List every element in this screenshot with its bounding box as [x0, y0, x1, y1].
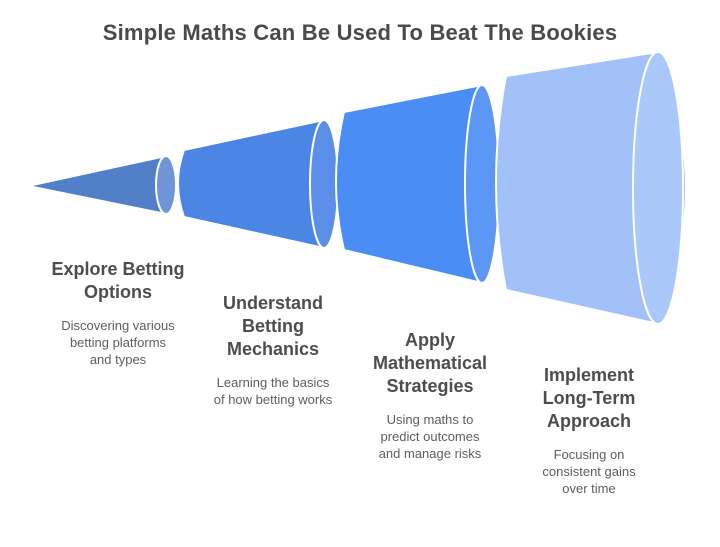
stage-description-4: Focusing on consistent gains over time	[542, 447, 636, 497]
funnel-stage-3	[335, 84, 500, 284]
stage-heading-4: Implement Long-Term Approach	[542, 365, 636, 432]
funnel-stage-4	[495, 51, 687, 325]
funnel-stage-4-cap	[632, 51, 684, 325]
funnel-stage-1-cap	[155, 155, 177, 215]
stage-description-2: Learning the basics of how betting works	[213, 375, 333, 408]
funnel-stage-3-cap	[464, 84, 500, 284]
funnel-stage-2-cap	[309, 119, 339, 249]
funnel-stage-1-body	[27, 155, 177, 215]
stage-label-1: Explore Betting Options Discovering vari…	[30, 258, 206, 369]
funnel-stage-1	[27, 155, 177, 215]
stage-label-4: Implement Long-Term Approach Focusing on…	[501, 364, 677, 498]
stage-heading-2: Understand Betting Mechanics	[222, 293, 323, 360]
stage-description-1: Discovering various betting platforms an…	[61, 318, 175, 368]
funnel-stage-2	[177, 119, 339, 249]
stage-description-3: Using maths to predict outcomes and mana…	[378, 412, 482, 462]
diagram-title: Simple Maths Can Be Used To Beat The Boo…	[102, 20, 618, 45]
stage-label-3: Apply Mathematical Strategies Using math…	[342, 329, 518, 463]
stage-heading-3: Apply Mathematical Strategies	[372, 330, 488, 397]
stage-heading-1: Explore Betting Options	[51, 259, 185, 303]
stage-label-2: Understand Betting Mechanics Learning th…	[185, 292, 361, 408]
